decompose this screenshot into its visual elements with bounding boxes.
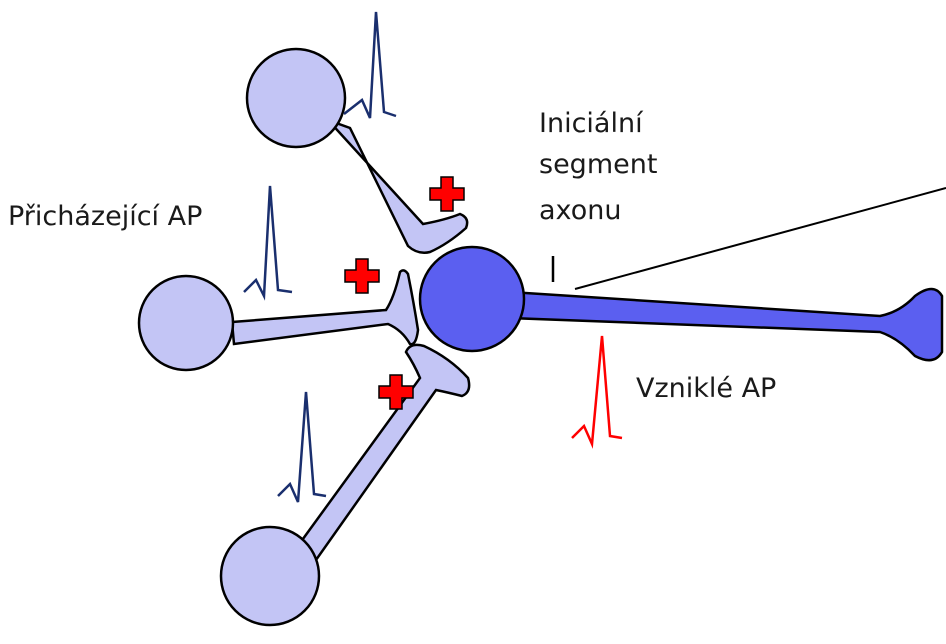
axon-leader-line bbox=[574, 187, 946, 290]
resulting-spike-icon bbox=[571, 335, 623, 449]
initial-segment-label-line3: axonu bbox=[539, 195, 622, 226]
incoming-spike-icon bbox=[243, 185, 293, 301]
resulting-ap-label: Vzniklé AP bbox=[636, 373, 777, 404]
incoming-spike-icon bbox=[277, 391, 327, 503]
postsynaptic-axon bbox=[508, 287, 944, 362]
plus-sign-icon bbox=[429, 176, 465, 212]
plus-sign-icon bbox=[344, 258, 380, 294]
presynaptic-neuron-top bbox=[245, 47, 469, 254]
initial-segment-label-line2: segment bbox=[539, 149, 658, 180]
postsynaptic-soma bbox=[418, 245, 526, 353]
incoming-ap-label: Přicházející AP bbox=[8, 201, 203, 232]
incoming-spike-icon bbox=[343, 11, 397, 119]
initial-segment-label-line1: Iniciální bbox=[539, 108, 643, 139]
presynaptic-neuron-bottom bbox=[219, 343, 471, 627]
presynaptic-neuron-middle bbox=[137, 269, 420, 372]
